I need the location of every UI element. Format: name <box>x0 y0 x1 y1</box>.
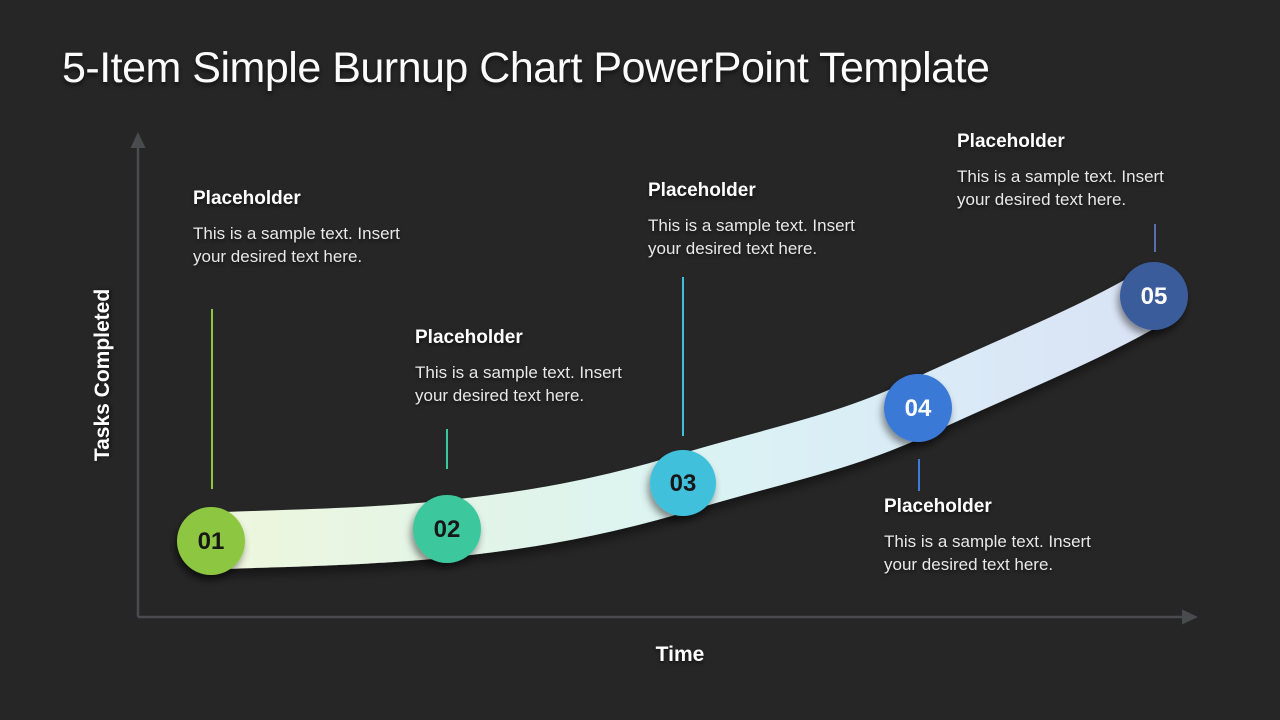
milestone-number-5: 05 <box>1141 283 1168 310</box>
slide-title: 5-Item Simple Burnup Chart PowerPoint Te… <box>62 44 990 92</box>
placeholder-body: This is a sample text. Insert your desir… <box>415 363 622 405</box>
connector-lines <box>211 224 1156 491</box>
placeholder-title: Placeholder <box>415 327 523 348</box>
placeholder-body: This is a sample text. Insert your desir… <box>957 167 1164 209</box>
milestone-number-3: 03 <box>670 470 697 497</box>
placeholder-body: This is a sample text. Insert your desir… <box>884 532 1091 574</box>
milestone-number-2: 02 <box>434 516 461 543</box>
placeholder-title: Placeholder <box>648 180 756 201</box>
x-axis-arrow-icon <box>1182 609 1198 625</box>
placeholder-block-5[interactable]: Placeholder This is a sample text. Inser… <box>957 131 1193 211</box>
placeholder-block-1[interactable]: Placeholder This is a sample text. Inser… <box>193 188 429 268</box>
y-axis-label: Tasks Completed <box>91 288 114 462</box>
placeholder-block-2[interactable]: Placeholder This is a sample text. Inser… <box>415 327 651 407</box>
placeholder-body: This is a sample text. Insert your desir… <box>648 216 855 258</box>
y-axis-arrow-icon <box>130 132 146 148</box>
placeholder-block-4[interactable]: Placeholder This is a sample text. Inser… <box>884 496 1120 576</box>
milestone-circle-5[interactable] <box>1120 262 1188 330</box>
milestone-circle-3[interactable] <box>650 450 716 516</box>
axes <box>130 132 1198 625</box>
placeholder-title: Placeholder <box>884 496 992 517</box>
milestone-number-1: 01 <box>198 528 225 555</box>
milestone-circle-1[interactable] <box>177 507 245 575</box>
milestone-circle-2[interactable] <box>413 495 481 563</box>
milestone-circle-4[interactable] <box>884 374 952 442</box>
x-axis-label: Time <box>655 643 705 666</box>
placeholder-block-3[interactable]: Placeholder This is a sample text. Inser… <box>648 180 884 260</box>
milestone-number-4: 04 <box>905 395 932 422</box>
placeholder-body: This is a sample text. Insert your desir… <box>193 224 400 266</box>
milestone-circles: 01 02 03 04 05 <box>177 262 1188 575</box>
placeholder-title: Placeholder <box>193 188 301 209</box>
placeholder-title: Placeholder <box>957 131 1065 152</box>
